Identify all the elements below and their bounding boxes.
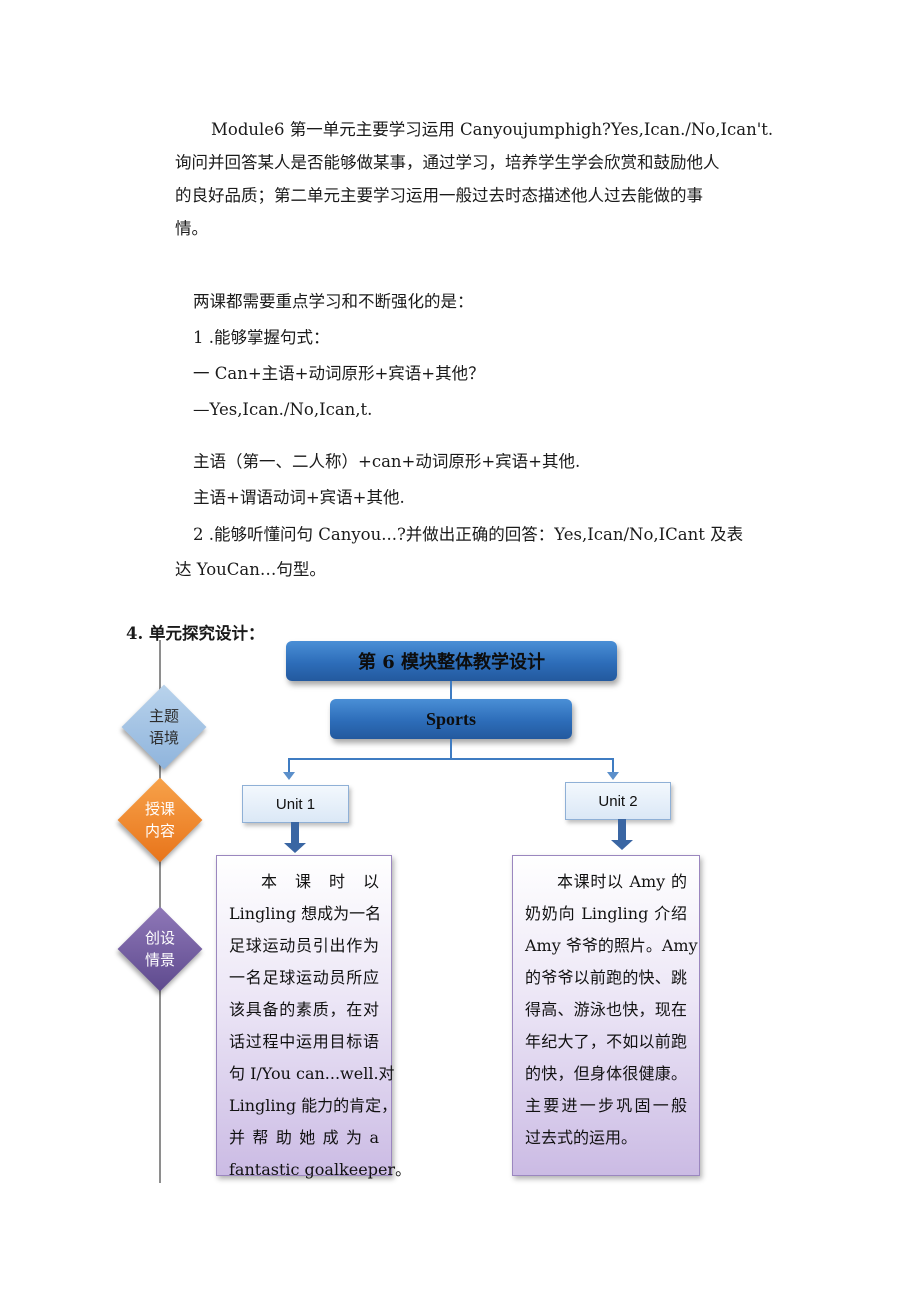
description-line: 该具备的素质，在对: [229, 1000, 379, 1019]
connector-line: [450, 681, 452, 699]
diamond-lesson-content: 授课 内容: [117, 777, 203, 863]
sentence-answer: —Yes,Ican./No,Ican,t.: [193, 400, 373, 419]
unit-2-label: Unit 2: [598, 792, 638, 810]
description-line: 得高、游泳也快，现在: [525, 1000, 687, 1019]
diamond-text: 创设: [144, 929, 175, 947]
description-line: Lingling 想成为一名: [229, 904, 382, 923]
description-line: 句 I/You can...well.对: [229, 1064, 395, 1083]
intro-line: Module6 第一单元主要学习运用 Canyoujumphigh?Yes,Ic…: [211, 120, 774, 139]
arrow-shaft: [291, 822, 299, 844]
diagram-title: 第 6 模块整体教学设计: [357, 652, 546, 673]
description-line: Amy 爷爷的照片。Amy: [525, 936, 698, 955]
description-line: 年纪大了，不如以前跑: [525, 1032, 687, 1051]
diamond-scenario: 创设 情景: [117, 906, 203, 992]
unit-2-description: 本课时以 Amy 的 奶奶向 Lingling 介绍 Amy 爷爷的照片。Amy…: [512, 855, 700, 1176]
description-line: 奶奶向 Lingling 介绍: [525, 904, 687, 923]
description-line: fantastic goalkeeper。: [229, 1160, 412, 1179]
unit-1-description: 本 课 时 以 Lingling 想成为一名 足球运动员引出作为 一名足球运动员…: [216, 855, 411, 1179]
description-line: 主要进一步巩固一般: [525, 1096, 687, 1115]
description-line: Lingling 能力的肯定，: [229, 1096, 398, 1115]
diamond-label: 授课 内容: [118, 778, 202, 862]
unit-2-box: Unit 2: [565, 782, 671, 820]
connector-line: [288, 758, 614, 760]
diamond-text: 内容: [144, 822, 175, 840]
key-points-lead: 两课都需要重点学习和不断强化的是：: [193, 292, 474, 311]
connector-line: [612, 758, 614, 772]
diamond-theme-context: 主题 语境: [121, 684, 207, 770]
diamond-label: 主题 语境: [122, 685, 206, 769]
diamond-text: 主题: [148, 707, 179, 725]
diagram-title-box: 第 6 模块整体教学设计: [286, 641, 617, 681]
connector-line: [450, 739, 452, 759]
intro-line: 询问并回答某人是否能够做某事，通过学习，培养学生学会欣赏和鼓励他人: [175, 153, 720, 172]
description-line: 足球运动员引出作为: [229, 936, 379, 955]
description-line: 本 课 时 以: [261, 872, 379, 891]
sentence-question: 一 Can+主语+动词原形+宾语+其他？: [193, 364, 485, 383]
key-point-2: 2 .能够听懂问句 Canyou...?并做出正确的回答：Yes,Ican/No…: [193, 525, 744, 544]
diamond-label: 创设 情景: [118, 907, 202, 991]
description-line: 一名足球运动员所应: [229, 968, 379, 987]
intro-line: 情。: [175, 219, 208, 238]
description-line: 本课时以 Amy 的: [557, 872, 687, 891]
sentence-pattern-1: 主语（第一、二人称）+can+动词原形+宾语+其他.: [193, 452, 581, 471]
unit-1-box: Unit 1: [242, 785, 349, 823]
arrow-shaft: [618, 819, 626, 841]
key-point-2-cont: 达 YouCan…句型。: [175, 560, 326, 579]
unit-1-label: Unit 1: [275, 795, 316, 813]
section-heading: 4. 单元探究设计：: [126, 624, 265, 643]
arrow-down-icon: [283, 772, 295, 780]
theme-box: Sports: [330, 699, 572, 739]
diamond-text: 语境: [148, 729, 179, 747]
arrow-down-icon: [607, 772, 619, 780]
intro-paragraph: Module6 第一单元主要学习运用 Canyoujumphigh?Yes,Ic…: [175, 113, 773, 245]
description-line: 的快，但身体很健康。: [525, 1064, 687, 1083]
key-point-1: 1 .能够掌握句式：: [193, 328, 330, 347]
diamond-text: 情景: [144, 951, 175, 969]
intro-line: 的良好品质；第二单元主要学习运用一般过去时态描述他人过去能做的事: [175, 186, 703, 205]
sentence-pattern-2: 主语+谓语动词+宾语+其他.: [193, 488, 405, 507]
description-line: 话过程中运用目标语: [229, 1032, 379, 1051]
description-line: 并 帮 助 她 成 为 a: [229, 1128, 379, 1147]
description-line: 的爷爷以前跑的快、跳: [525, 968, 687, 987]
theme-label: Sports: [425, 708, 476, 729]
description-line: 过去式的运用。: [525, 1128, 638, 1147]
arrow-down-icon: [284, 843, 306, 853]
connector-line: [288, 758, 290, 772]
diamond-text: 授课: [144, 800, 175, 818]
arrow-down-icon: [611, 840, 633, 850]
